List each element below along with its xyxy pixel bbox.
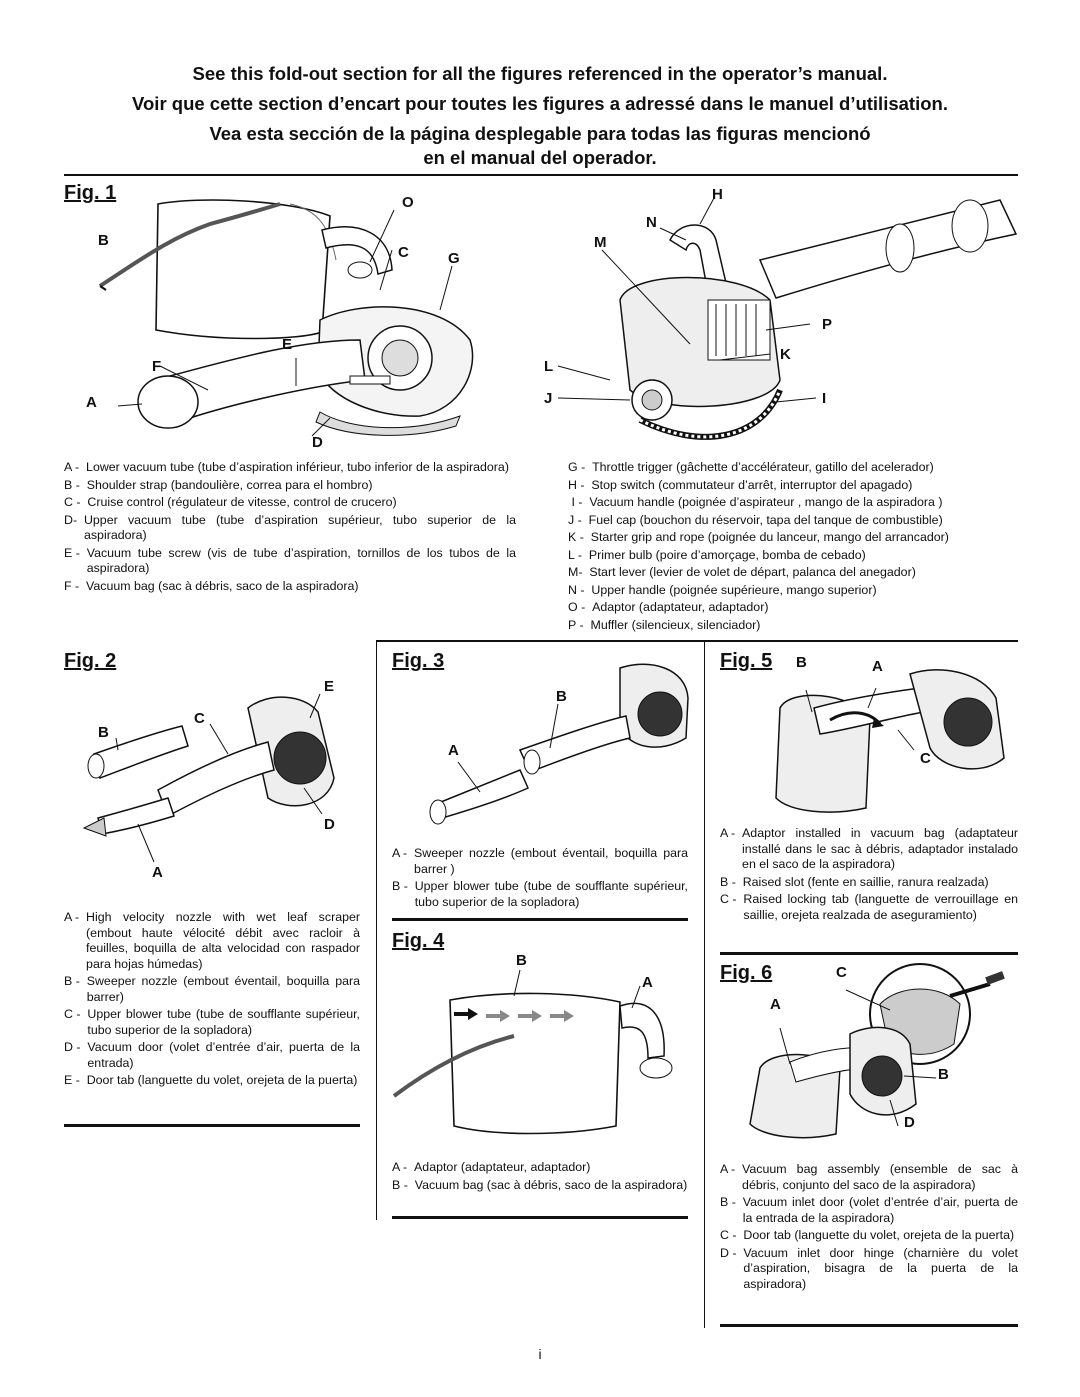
legend-item: K - Starter grip and rope (poignée du la… (568, 530, 949, 544)
legend-item: D - Vacuum inlet door hinge (charnière d… (720, 1245, 1018, 1291)
top-rule (64, 174, 1018, 176)
fig4-illustration (392, 969, 673, 1135)
fig6-letter-b: B (938, 1066, 949, 1083)
legend-item: I - Vacuum handle (poignée d’aspirateur … (568, 495, 943, 509)
fig3-illustration (429, 663, 689, 825)
fig1-letter-d: D (312, 434, 323, 451)
page-number: i (538, 1346, 542, 1362)
fig4-letter-a: A (642, 974, 653, 991)
fig6-letter-d: D (904, 1114, 915, 1131)
legend-item: D- Upper vacuum tube (tube d’aspiration … (64, 512, 516, 543)
fig1-label: Fig. 1 (64, 182, 117, 204)
fig6-label: Fig. 6 (720, 962, 773, 984)
fig1-right-engine-illustration (557, 197, 1018, 440)
legend-item: G - Throttle trigger (gâchette d’accélér… (568, 460, 934, 474)
fig1-letter-c: C (398, 244, 409, 261)
fig1-letter-o: O (402, 194, 414, 211)
fig1-letter-j: J (544, 390, 553, 407)
fig1-letter-g: G (448, 250, 460, 267)
legend-item: B - Vacuum inlet door (volet d’entrée d’… (720, 1195, 1018, 1225)
fig3-legend: A - Sweeper nozzle (embout éventail, boq… (392, 846, 688, 912)
heading-spanish-line2: en el manual del operador. (423, 147, 657, 168)
legend-item: A - High velocity nozzle with wet leaf s… (64, 910, 360, 971)
legend-item: A - Sweeper nozzle (embout éventail, boq… (392, 846, 688, 876)
fig4-letter-b: B (516, 952, 527, 969)
fig5-label: Fig. 5 (720, 650, 773, 672)
heading-spanish-line1: Vea esta sección de la página desplegabl… (209, 123, 871, 144)
fig1-letter-k: L (544, 358, 554, 375)
fig1-letter-p: P (822, 316, 833, 333)
fig1-letter-e: E (282, 336, 293, 353)
fig2-letter-b: B (98, 724, 109, 741)
legend-item: C - Raised locking tab (languette de ver… (720, 892, 1018, 922)
legend-item: E - Vacuum tube screw (vis de tube d’asp… (64, 545, 516, 576)
fig4-label: Fig. 4 (392, 930, 445, 952)
section-rule (376, 640, 1018, 642)
legend-item: L - Primer bulb (poire d’amorçage, bomba… (568, 547, 866, 562)
fig1-letter-a: A (86, 394, 97, 411)
fig3-letter-a: A (448, 742, 459, 759)
fig1-legend-left: A - Lower vacuum tube (tube d’aspiration… (64, 460, 516, 596)
fig1-letter-f: F (152, 358, 162, 375)
legend-item: A - Adaptor (adaptateur, adaptador) (392, 1160, 591, 1174)
fig2-illustration (82, 693, 335, 863)
fig1-letter-m: M (594, 234, 607, 251)
fig4-legend: A - Adaptor (adaptateur, adaptador) B - … (392, 1160, 688, 1195)
fig2-letter-c: C (194, 710, 205, 727)
fig2-bottom-rule (64, 1124, 360, 1127)
legend-item: J - Fuel cap (bouchon du réservoir, tapa… (568, 512, 943, 527)
legend-item: A - Lower vacuum tube (tube d’aspiration… (64, 460, 509, 474)
fig5-letter-a: A (872, 658, 883, 675)
fig3-bottom-rule (392, 918, 688, 921)
fig5-legend: A - Adaptor installed in vacuum bag (ada… (720, 826, 1018, 925)
legend-item: B - Shoulder strap (bandoulière, correa … (64, 477, 373, 492)
fig6-illustration (749, 963, 1005, 1139)
fig2-letter-a: A (152, 864, 163, 881)
fig2-letter-d: D (324, 816, 335, 833)
fig3-letter-b: B (556, 688, 567, 705)
fig6-letter-c: C (836, 964, 847, 981)
fig1-letter-n: N (646, 214, 657, 231)
fig6-letter-a: A (770, 996, 781, 1013)
heading-english: See this fold-out section for all the fi… (192, 63, 888, 84)
fig2-legend: A - High velocity nozzle with wet leaf s… (64, 910, 360, 1091)
fig1-legend-right: G - Throttle trigger (gâchette d’accélér… (568, 460, 1020, 635)
legend-item: B - Vacuum bag (sac à débris, saco de la… (392, 1177, 688, 1192)
legend-item: F - Vacuum bag (sac à débris, saco de la… (64, 578, 359, 593)
legend-item: C - Cruise control (régulateur de vitess… (64, 495, 397, 509)
legend-item: C - Door tab (languette du volet, orejet… (720, 1228, 1015, 1242)
fig1-letter-b: B (98, 232, 109, 249)
legend-item: P - Muffler (silencieux, silenciador) (568, 617, 761, 632)
fig4-bottom-rule (392, 1216, 688, 1219)
fig5-bottom-rule (720, 952, 1018, 955)
fig5-illustration (775, 669, 1005, 813)
column-divider-right (704, 642, 705, 1328)
fig2-letter-e: E (324, 678, 335, 695)
fig1-letter-h: H (712, 186, 723, 203)
fig5-letter-c: C (920, 750, 931, 767)
legend-item: A - Adaptor installed in vacuum bag (ada… (720, 826, 1018, 871)
fig6-bottom-rule (720, 1324, 1018, 1327)
column-divider-left (376, 642, 377, 1220)
fig3-label: Fig. 3 (392, 650, 445, 672)
legend-item: O - Adaptor (adaptateur, adaptador) (568, 600, 769, 614)
fig5-letter-b: B (796, 654, 807, 671)
legend-item: B - Raised slot (fente en saillie, ranur… (720, 874, 989, 889)
fig1-letter-i: I (822, 390, 827, 407)
fig6-legend: A - Vacuum bag assembly (ensemble de sac… (720, 1162, 1018, 1294)
legend-item: A - Vacuum bag assembly (ensemble de sac… (720, 1162, 1018, 1192)
heading-french: Voir que cette section d’encart pour tou… (132, 93, 948, 114)
legend-item: N - Upper handle (poignée supérieure, ma… (568, 582, 877, 597)
legend-item: H - Stop switch (commutateur d’arrêt, in… (568, 477, 913, 492)
fig1-letter-l: K (780, 346, 791, 363)
legend-item: B - Upper blower tube (tube de soufflant… (392, 879, 688, 909)
legend-item: B - Sweeper nozzle (embout éventail, boq… (64, 974, 360, 1004)
legend-item: M- Start lever (levier de volet de dépar… (568, 565, 916, 579)
legend-item: D - Vacuum door (volet d’entrée d’air, p… (64, 1040, 360, 1070)
legend-item: E - Door tab (languette du volet, orejet… (64, 1073, 358, 1087)
fig2-label: Fig. 2 (64, 650, 117, 672)
fig1-left-vacuum-illustration (98, 199, 474, 437)
legend-item: C - Upper blower tube (tube de soufflant… (64, 1007, 360, 1037)
